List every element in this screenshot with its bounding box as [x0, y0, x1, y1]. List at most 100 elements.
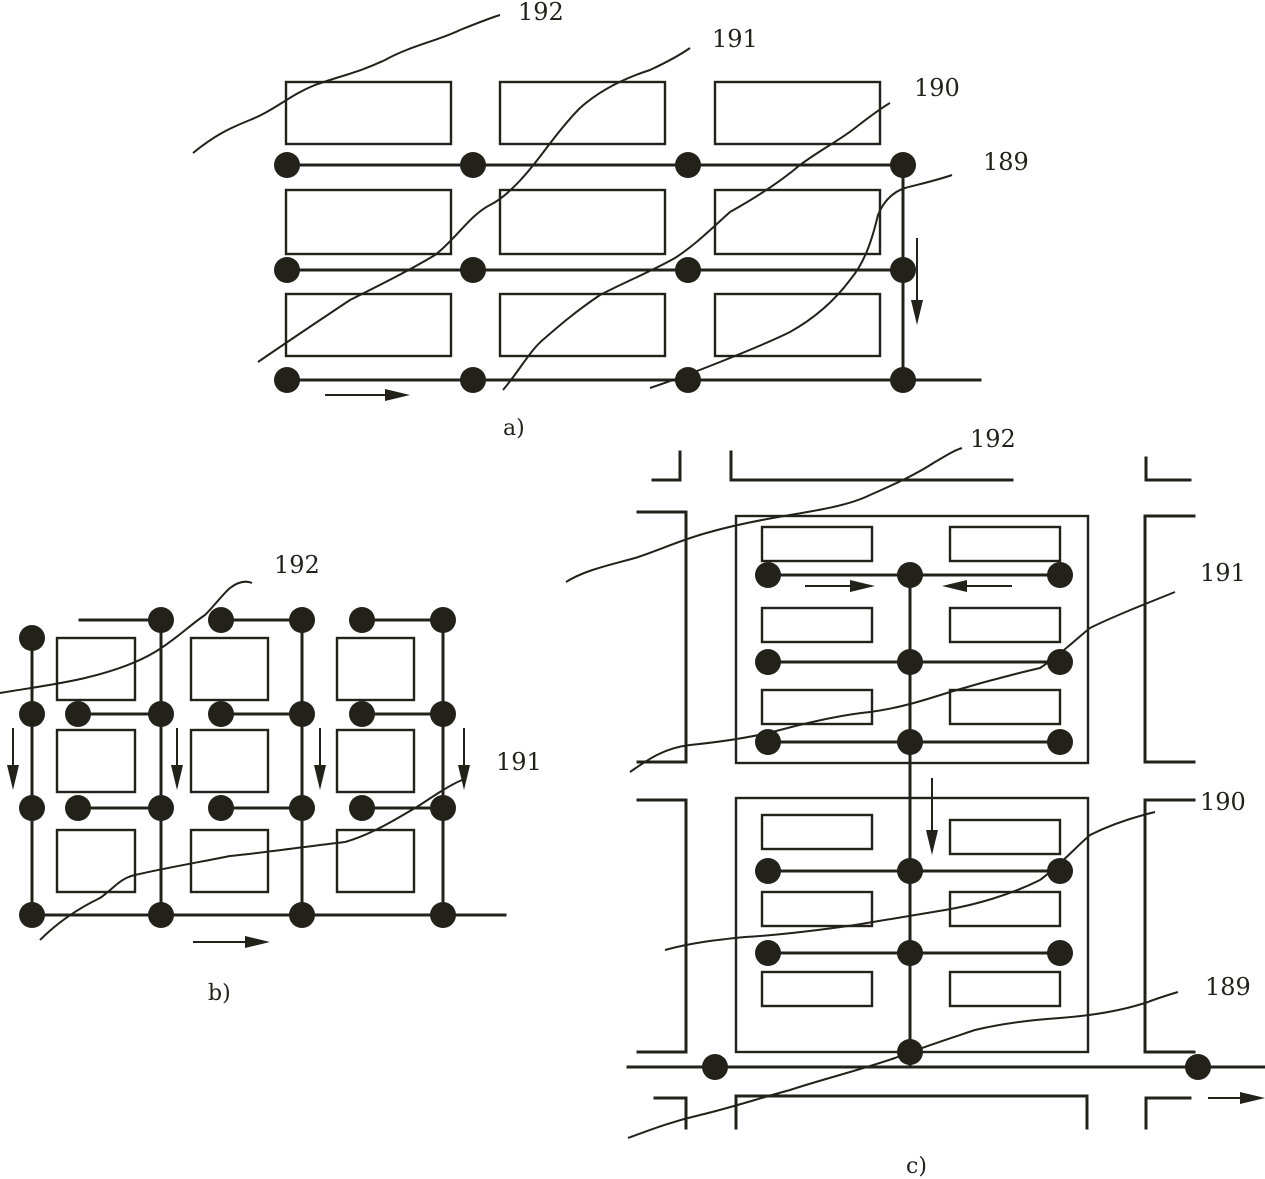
contour-line-189	[627, 991, 1179, 1139]
contour-label: 191	[496, 748, 542, 776]
building-block	[713, 80, 882, 146]
panel-b-flow-arrows	[7, 728, 470, 948]
building-block	[760, 890, 874, 928]
street-edge	[636, 798, 688, 1054]
building-block	[760, 970, 874, 1008]
contour-line-191	[629, 591, 1176, 773]
manhole-node	[19, 902, 45, 928]
panel-c-labels: 192 191 190 189 c)	[906, 425, 1251, 1179]
manhole-node	[702, 1054, 728, 1080]
panel-caption: c)	[906, 1154, 927, 1179]
manhole-node	[897, 649, 923, 675]
building-block	[55, 828, 137, 894]
manhole-node	[349, 607, 375, 633]
flow-arrow-icon	[1208, 1092, 1265, 1104]
manhole-node	[1185, 1054, 1211, 1080]
manhole-node	[890, 257, 916, 283]
flow-arrow-icon	[805, 580, 875, 592]
manhole-node	[1047, 562, 1073, 588]
building-block	[948, 970, 1062, 1008]
panel-c-blocks	[760, 525, 1062, 1008]
contour-line-192	[0, 580, 253, 694]
flow-arrow-icon	[926, 778, 938, 855]
manhole-node	[890, 152, 916, 178]
manhole-node	[274, 152, 300, 178]
contour-label: 190	[1200, 788, 1246, 816]
manhole-node	[430, 795, 456, 821]
manhole-node	[460, 367, 486, 393]
contour-label: 192	[518, 0, 564, 26]
contour-label: 189	[1205, 973, 1251, 1001]
panel-a: 192 191 190 189 a)	[192, 0, 1029, 441]
manhole-node	[19, 625, 45, 651]
panel-b-contours	[0, 580, 463, 941]
manhole-node	[755, 649, 781, 675]
panel-b-blocks	[55, 636, 416, 894]
contour-label: 189	[983, 148, 1029, 176]
contour-label: 192	[274, 551, 320, 579]
flow-arrow-icon	[458, 728, 470, 790]
manhole-node	[1047, 729, 1073, 755]
manhole-node	[755, 729, 781, 755]
panel-c-contours	[565, 447, 1179, 1139]
building-block	[713, 188, 882, 256]
manhole-node	[1047, 858, 1073, 884]
manhole-node	[274, 367, 300, 393]
manhole-node	[1047, 649, 1073, 675]
building-block	[189, 828, 270, 894]
manhole-node	[897, 729, 923, 755]
building-block	[55, 636, 137, 702]
manhole-node	[289, 701, 315, 727]
street-edge	[1143, 798, 1196, 1054]
manhole-node	[755, 858, 781, 884]
flow-arrow-icon	[942, 580, 1012, 592]
street-edge	[729, 450, 1014, 482]
manhole-node	[208, 607, 234, 633]
manhole-node	[19, 701, 45, 727]
manhole-node	[897, 940, 923, 966]
manhole-node	[148, 795, 174, 821]
building-block	[948, 688, 1062, 726]
contour-line-191	[257, 47, 691, 363]
panel-b-pipes	[30, 618, 507, 917]
manhole-node	[289, 795, 315, 821]
manhole-node	[208, 795, 234, 821]
contour-label: 190	[914, 74, 960, 102]
building-block	[335, 636, 416, 702]
building-block	[189, 728, 270, 794]
manhole-node	[148, 701, 174, 727]
street-edge	[636, 510, 688, 764]
manhole-node	[675, 257, 701, 283]
manhole-node	[675, 152, 701, 178]
street-edge	[734, 1094, 1089, 1130]
panel-b-labels: 192 191 b)	[208, 551, 542, 1006]
building-block	[498, 188, 667, 256]
manhole-node	[897, 562, 923, 588]
building-block	[948, 818, 1062, 856]
street-edge	[1144, 456, 1192, 482]
manhole-node	[897, 858, 923, 884]
panel-b: 192 191 b)	[0, 551, 542, 1006]
panel-c-nodes	[702, 562, 1211, 1080]
manhole-node	[430, 902, 456, 928]
panel-b-nodes	[19, 607, 456, 928]
building-block	[948, 890, 1062, 928]
building-block	[284, 292, 453, 358]
building-block	[948, 525, 1062, 563]
building-block	[713, 292, 882, 358]
panel-a-contours	[192, 14, 953, 391]
panel-caption: a)	[503, 416, 525, 441]
building-block	[760, 688, 874, 726]
manhole-node	[890, 367, 916, 393]
flow-arrow-icon	[314, 728, 326, 790]
contour-label: 191	[1200, 559, 1246, 587]
contour-line-189	[649, 174, 953, 389]
panel-c-flow-arrows	[805, 580, 1265, 1104]
panel-a-blocks	[284, 80, 882, 358]
building-block	[335, 728, 416, 794]
building-block	[498, 292, 667, 358]
building-block	[284, 188, 453, 256]
flow-arrow-icon	[911, 238, 923, 325]
street-edge	[651, 450, 682, 482]
building-block	[284, 80, 453, 146]
